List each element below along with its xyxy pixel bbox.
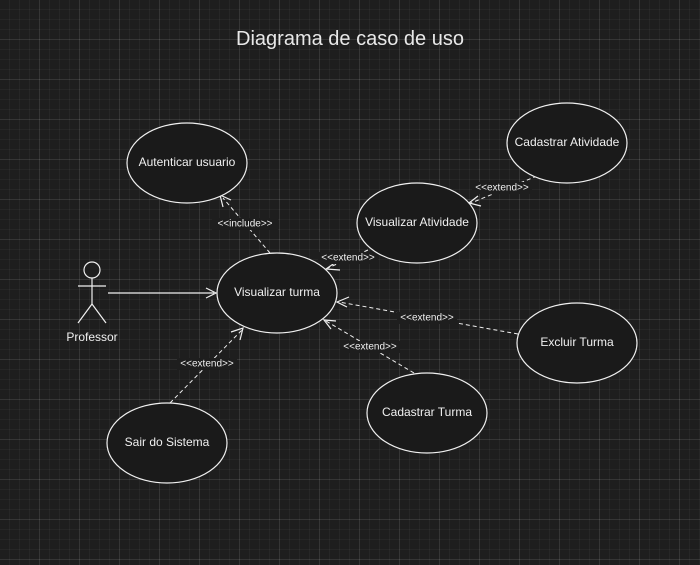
association-professor-visualizar-turma[interactable] [108, 287, 218, 299]
actor-left-leg [77, 303, 93, 324]
actor-professor[interactable]: Professor [66, 261, 118, 344]
extend-relation-sair[interactable]: <<extend>> [169, 327, 244, 404]
extend-label-visualizar-atividade: <<extend>> [321, 253, 375, 264]
extend-label-excluir-turma: <<extend>> [400, 313, 454, 324]
svg-text:Excluir Turma: Excluir Turma [540, 335, 614, 349]
svg-text:Cadastrar Turma: Cadastrar Turma [382, 405, 472, 419]
svg-text:Visualizar turma: Visualizar turma [234, 285, 320, 299]
extend-relation-excluir-turma[interactable]: <<extend>> [335, 296, 519, 335]
extend-relation-visualizar-atividade[interactable]: <<extend>> [318, 249, 378, 271]
include-relation[interactable]: <<include>> [212, 193, 278, 254]
use-case-visualizar-turma[interactable]: Visualizar turma [216, 252, 338, 334]
diagram-title: Diagrama de caso de uso [236, 28, 464, 50]
extend-relation-cadastrar-turma[interactable]: <<extend>> [322, 319, 415, 374]
actor-label: Professor [66, 330, 117, 344]
svg-text:Cadastrar Atividade: Cadastrar Atividade [515, 135, 620, 149]
actor-right-leg [91, 303, 107, 324]
use-case-visualizar-atividade[interactable]: Visualizar Atividade [356, 182, 478, 264]
include-label: <<include>> [217, 219, 272, 230]
extend-relation-cadastrar-atividade[interactable]: <<extend>> [467, 175, 538, 207]
extend-label-cadastrar-atividade: <<extend>> [475, 183, 529, 194]
svg-text:Sair do Sistema: Sair do Sistema [125, 435, 210, 449]
use-case-excluir-turma[interactable]: Excluir Turma [516, 302, 638, 384]
actor-head [83, 261, 101, 279]
use-case-sair-do-sistema[interactable]: Sair do Sistema [106, 402, 228, 484]
extend-label-sair: <<extend>> [180, 359, 234, 370]
extend-label-cadastrar-turma: <<extend>> [343, 342, 397, 353]
use-case-autenticar-usuario[interactable]: Autenticar usuario [126, 122, 248, 204]
svg-text:Visualizar Atividade: Visualizar Atividade [365, 215, 469, 229]
use-case-cadastrar-turma[interactable]: Cadastrar Turma [366, 372, 488, 454]
svg-text:Autenticar usuario: Autenticar usuario [139, 155, 236, 169]
use-case-cadastrar-atividade[interactable]: Cadastrar Atividade [506, 102, 628, 184]
